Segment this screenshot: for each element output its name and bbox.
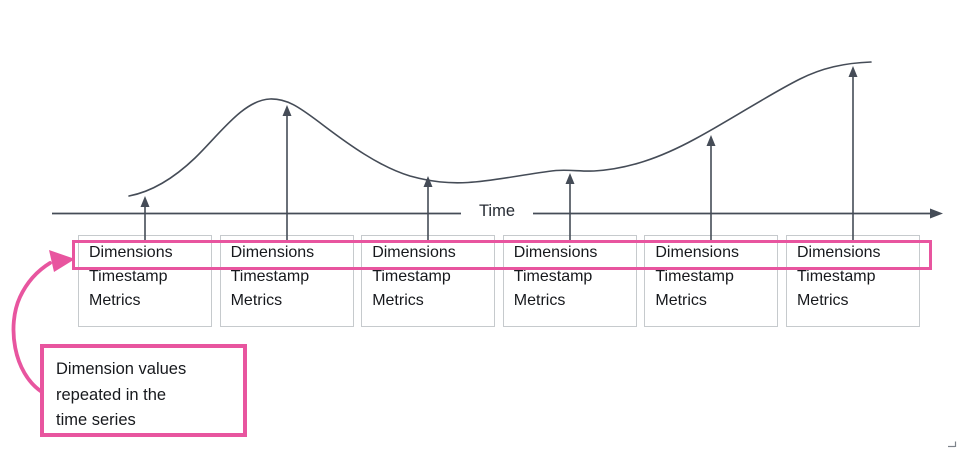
record-timestamp-label: Timestamp — [655, 268, 734, 285]
axis-label: Time — [478, 202, 516, 220]
record-dimensions-label: Dimensions — [655, 244, 739, 261]
time-axis — [52, 208, 943, 219]
record-dimensions-label: Dimensions — [89, 244, 173, 261]
datapoint-arrow — [140, 196, 150, 240]
record-metrics-label: Metrics — [655, 292, 707, 309]
record-box: Dimensions Timestamp Metrics — [78, 235, 212, 327]
record-timestamp-label: Timestamp — [89, 268, 168, 285]
callout-arrow — [11, 250, 75, 394]
record-dimensions-label: Dimensions — [796, 244, 881, 261]
record-timestamp-label: Timestamp — [372, 268, 451, 285]
record-dimensions-label: Dimensions — [513, 244, 598, 261]
record-box: Dimensions Timestamp Metrics — [502, 235, 637, 327]
datapoint-arrow — [565, 173, 575, 240]
datapoint-arrow — [282, 105, 292, 240]
record-timestamp-label: Timestamp — [230, 268, 310, 285]
timeseries-curve — [128, 61, 872, 197]
datapoint-arrow — [423, 176, 433, 240]
datapoint-arrows — [140, 66, 858, 240]
record-metrics-label: Metrics — [513, 292, 566, 309]
callout-text-line: Dimension values — [56, 360, 187, 378]
record-metrics-label: Metrics — [372, 292, 424, 309]
dimensions-highlight — [72, 240, 932, 270]
record-box: Dimensions Timestamp Metrics — [644, 235, 779, 327]
corner-mark — [948, 441, 957, 448]
record-box: Dimensions Timestamp Metrics — [785, 235, 920, 327]
record-timestamp-label: Timestamp — [513, 268, 593, 285]
record-metrics-label: Metrics — [89, 292, 141, 309]
callout-text-line: time series — [56, 411, 136, 429]
callout-box: Dimension values repeated in the time se… — [40, 344, 247, 437]
record-dimensions-label: Dimensions — [372, 244, 456, 261]
record-dimensions-label: Dimensions — [230, 244, 315, 261]
datapoint-arrow — [848, 66, 858, 240]
callout-arrowhead-icon — [49, 250, 75, 272]
record-timestamp-label: Timestamp — [796, 268, 876, 285]
record-metrics-label: Metrics — [796, 292, 849, 309]
datapoint-arrow — [706, 135, 716, 240]
callout-arrow-curve — [11, 261, 52, 394]
record-metrics-label: Metrics — [230, 292, 283, 309]
axis-arrowhead-icon — [930, 208, 943, 219]
callout-text-line: repeated in the — [56, 385, 167, 404]
